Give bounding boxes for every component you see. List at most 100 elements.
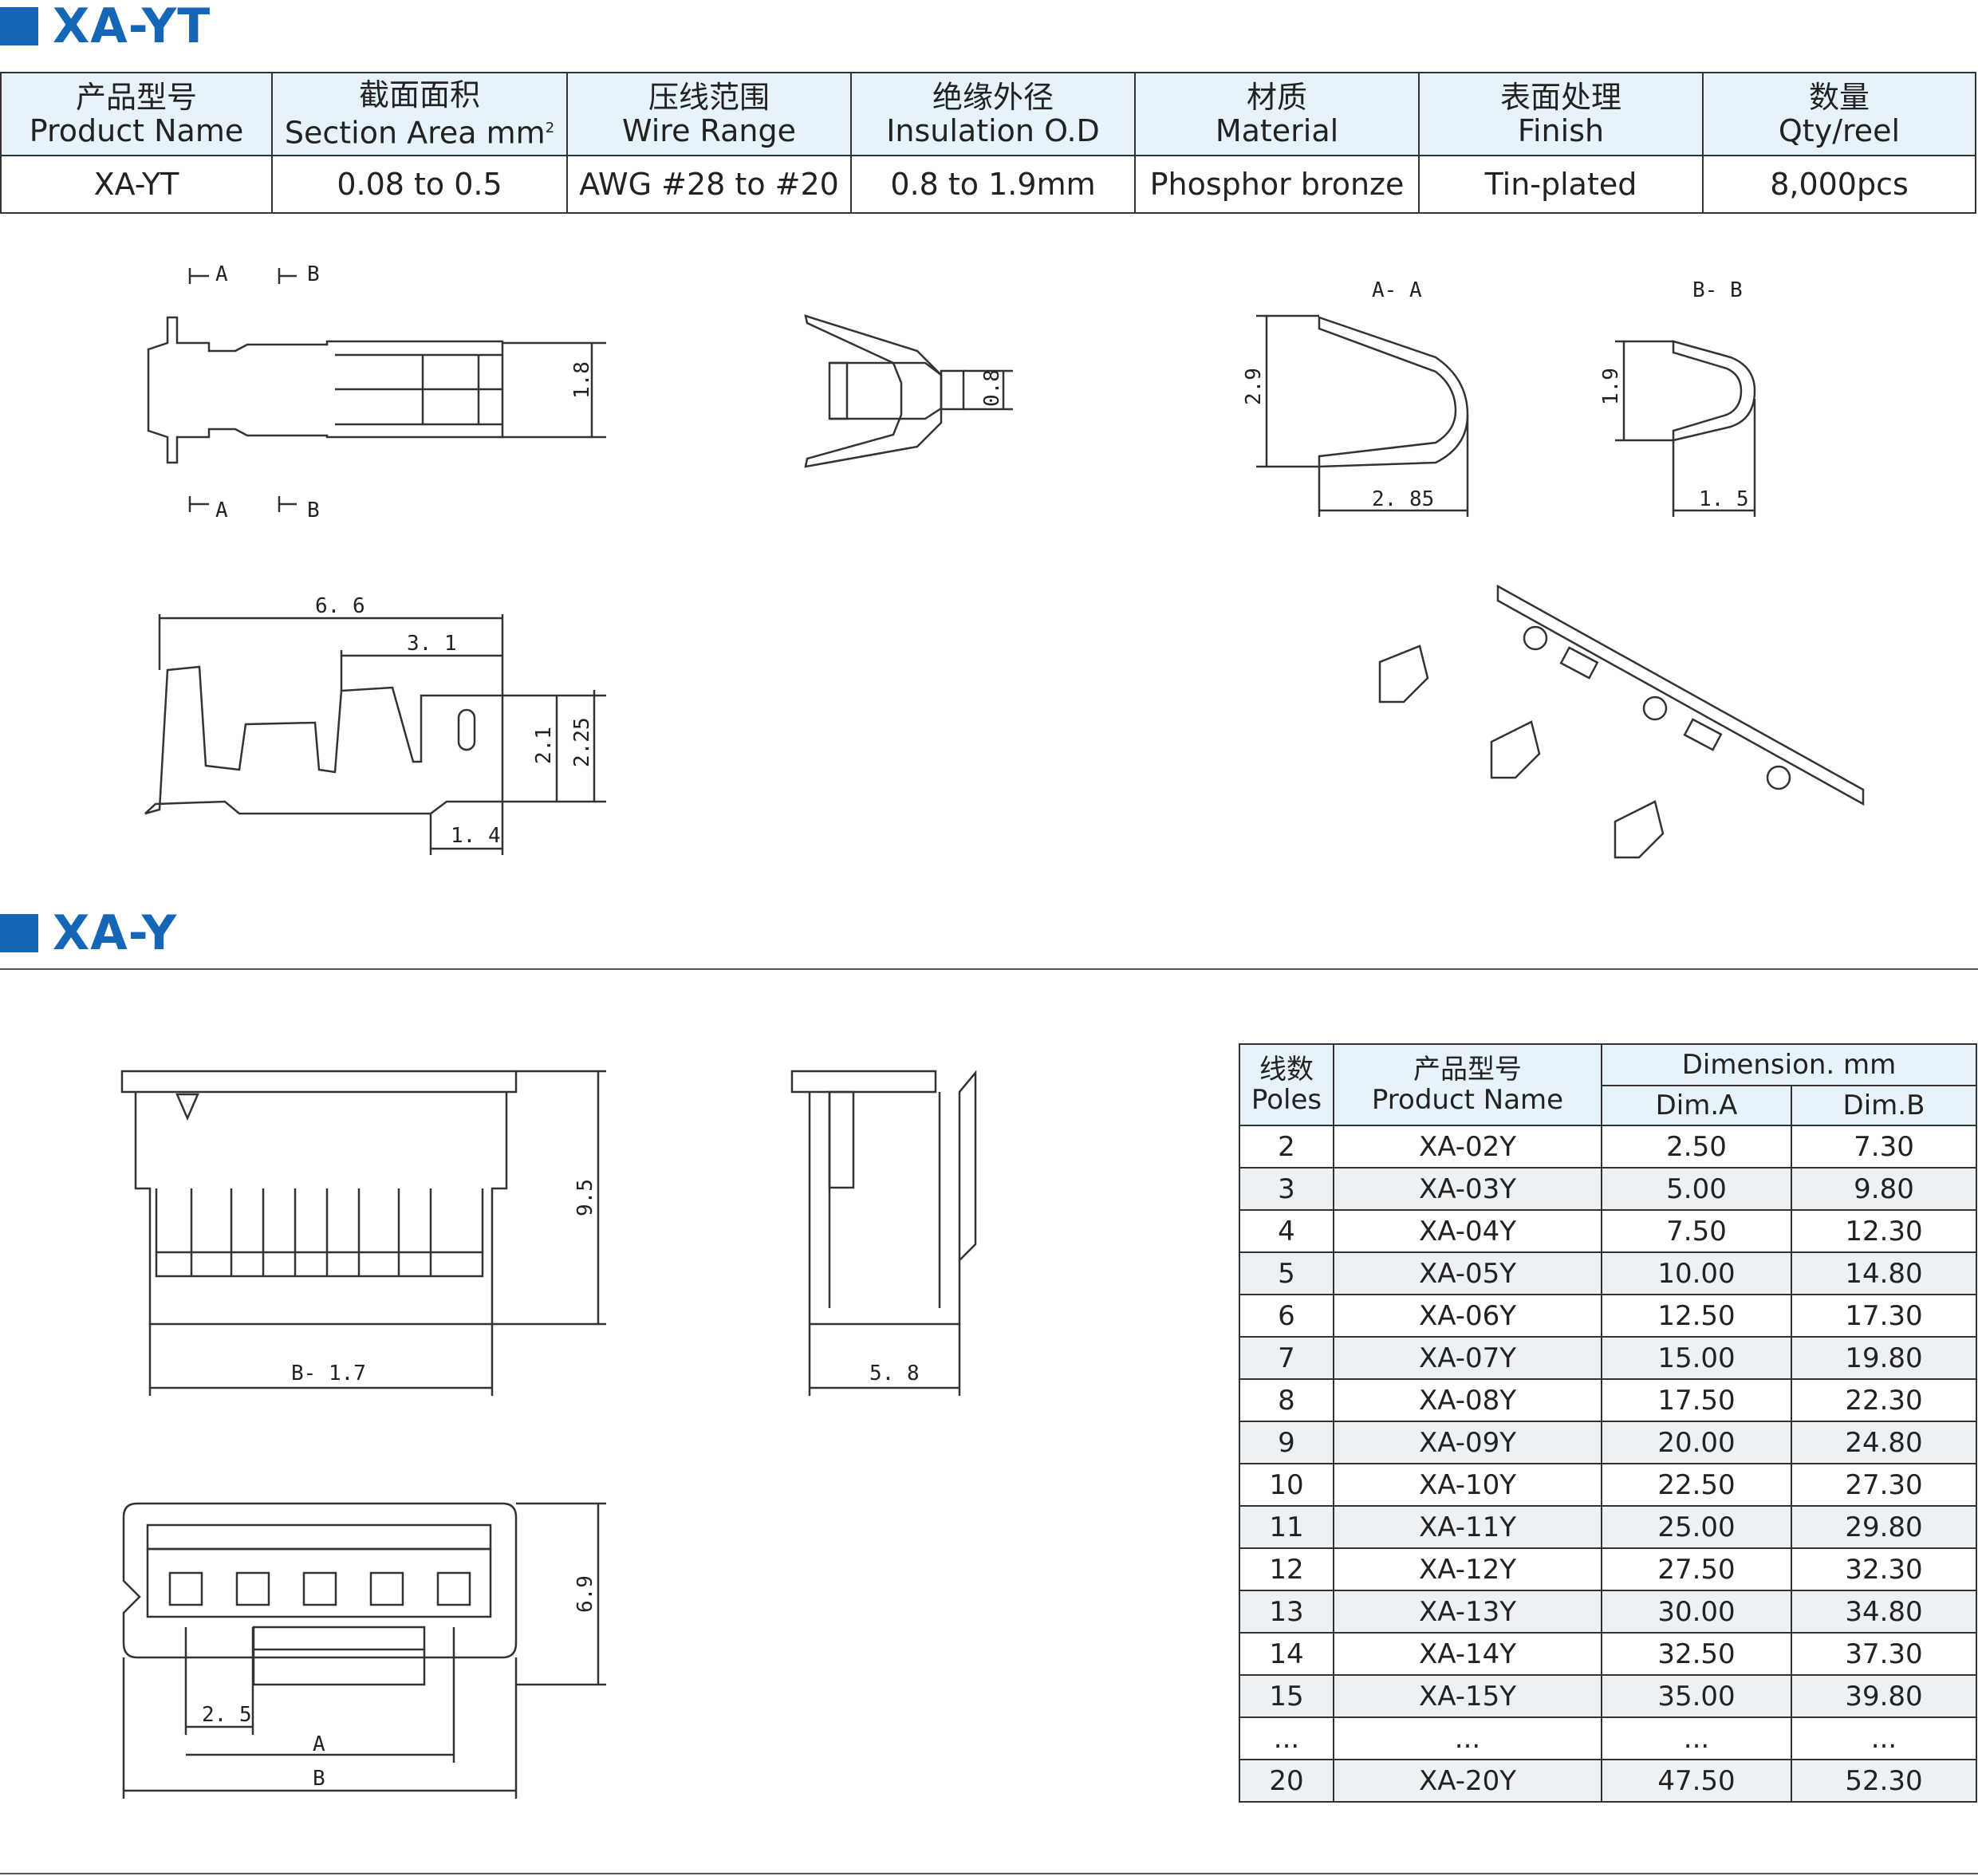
dim-label: 1.9 xyxy=(1599,368,1623,405)
table-cell: 20.00 xyxy=(1601,1421,1792,1464)
table-cell: 22.30 xyxy=(1791,1378,1977,1422)
table-cell: XA-12Y xyxy=(1333,1547,1602,1591)
table-cell: 47.50 xyxy=(1601,1759,1792,1803)
table-cell: 30.00 xyxy=(1601,1590,1792,1634)
table-cell: 7.50 xyxy=(1601,1209,1792,1253)
table-cell: 27.50 xyxy=(1601,1547,1792,1591)
table-cell: XA-06Y xyxy=(1333,1294,1602,1338)
dims-header-dimension: Dimension. mm xyxy=(1601,1043,1977,1086)
table-cell: 29.80 xyxy=(1791,1505,1977,1549)
table-cell: 3 xyxy=(1239,1167,1334,1211)
dim-label: 9.5 xyxy=(573,1179,597,1216)
table-cell: ... xyxy=(1333,1716,1602,1760)
section-title: XA-Y xyxy=(53,905,178,961)
dim-label: 2. 85 xyxy=(1372,487,1434,511)
page-bottom-divider xyxy=(0,1873,1978,1874)
section-divider xyxy=(0,968,1978,970)
table-cell: 5 xyxy=(1239,1251,1334,1295)
section-header-xa-yt: XA-YT xyxy=(0,0,211,54)
table-cell: 15 xyxy=(1239,1674,1334,1718)
table-cell: 32.50 xyxy=(1601,1632,1792,1676)
dim-label: 1.8 xyxy=(570,361,594,399)
section-mark-b: B xyxy=(307,262,320,286)
dim-label: 2. 5 xyxy=(202,1703,252,1727)
table-cell: 2.50 xyxy=(1601,1125,1792,1169)
table-cell: XA-10Y xyxy=(1333,1463,1602,1507)
table-cell: 15.00 xyxy=(1601,1336,1792,1380)
table-cell: XA-15Y xyxy=(1333,1674,1602,1718)
table-cell: 10.00 xyxy=(1601,1251,1792,1295)
table-cell: 52.30 xyxy=(1791,1759,1977,1803)
table-cell: 12 xyxy=(1239,1547,1334,1591)
dim-label: 3. 1 xyxy=(407,632,457,656)
table-cell: 14.80 xyxy=(1791,1251,1977,1295)
table-cell: XA-04Y xyxy=(1333,1209,1602,1253)
section-label-aa: A- A xyxy=(1372,278,1422,302)
table-cell: ... xyxy=(1791,1716,1977,1760)
dim-label: 1. 5 xyxy=(1699,487,1749,511)
table-cell: 39.80 xyxy=(1791,1674,1977,1718)
table-cell: XA-07Y xyxy=(1333,1336,1602,1380)
table-cell: XA-14Y xyxy=(1333,1632,1602,1676)
crimp-terminal-side-view xyxy=(144,614,606,855)
crimp-terminal-front-view xyxy=(804,314,1013,468)
table-cell: XA-20Y xyxy=(1333,1759,1602,1803)
spec-cell: AWG #28 to #20 xyxy=(566,155,852,214)
table-cell: 13 xyxy=(1239,1590,1334,1634)
dim-label: 1. 4 xyxy=(451,824,501,848)
dim-label: 5. 8 xyxy=(869,1362,920,1385)
spec-cell: 8,000pcs xyxy=(1702,155,1976,214)
table-cell: 5.00 xyxy=(1601,1167,1792,1211)
section-mark-a: A xyxy=(215,499,228,522)
table-cell: 2 xyxy=(1239,1125,1334,1169)
dim-label: 2.1 xyxy=(532,727,556,764)
spec-cell: 0.08 to 0.5 xyxy=(271,155,568,214)
housing-side-view xyxy=(790,1070,977,1396)
table-cell: 14 xyxy=(1239,1632,1334,1676)
dims-header-dim-b: Dim.B xyxy=(1791,1085,1977,1126)
section-marker xyxy=(0,914,38,952)
table-row: ............ xyxy=(1239,1716,1977,1760)
spec-cell: 0.8 to 1.9mm xyxy=(850,155,1136,214)
housing-front-view xyxy=(120,1070,606,1396)
table-cell: 17.30 xyxy=(1791,1294,1977,1338)
dim-label: 6.9 xyxy=(573,1575,597,1613)
dims-subheader-row: Dim.A Dim.B xyxy=(1239,1085,1977,1126)
housing-top-view xyxy=(122,1502,606,1799)
table-cell: 7.30 xyxy=(1791,1125,1977,1169)
table-cell: XA-02Y xyxy=(1333,1125,1602,1169)
table-cell: 9.80 xyxy=(1791,1167,1977,1211)
spec-cell: Tin-plated xyxy=(1418,155,1704,214)
spec-cell: Phosphor bronze xyxy=(1134,155,1420,214)
section-mark-b: B xyxy=(307,499,320,522)
dim-label: B- 1.7 xyxy=(291,1362,366,1385)
table-cell: 10 xyxy=(1239,1463,1334,1507)
table-cell: 37.30 xyxy=(1791,1632,1977,1676)
table-cell: 27.30 xyxy=(1791,1463,1977,1507)
table-cell: XA-08Y xyxy=(1333,1378,1602,1422)
table-cell: 32.30 xyxy=(1791,1547,1977,1591)
section-label-bb: B- B xyxy=(1692,278,1743,302)
dim-label: 6. 6 xyxy=(315,594,365,618)
spec-cell: XA-YT xyxy=(0,155,273,214)
table-cell: 25.00 xyxy=(1601,1505,1792,1549)
